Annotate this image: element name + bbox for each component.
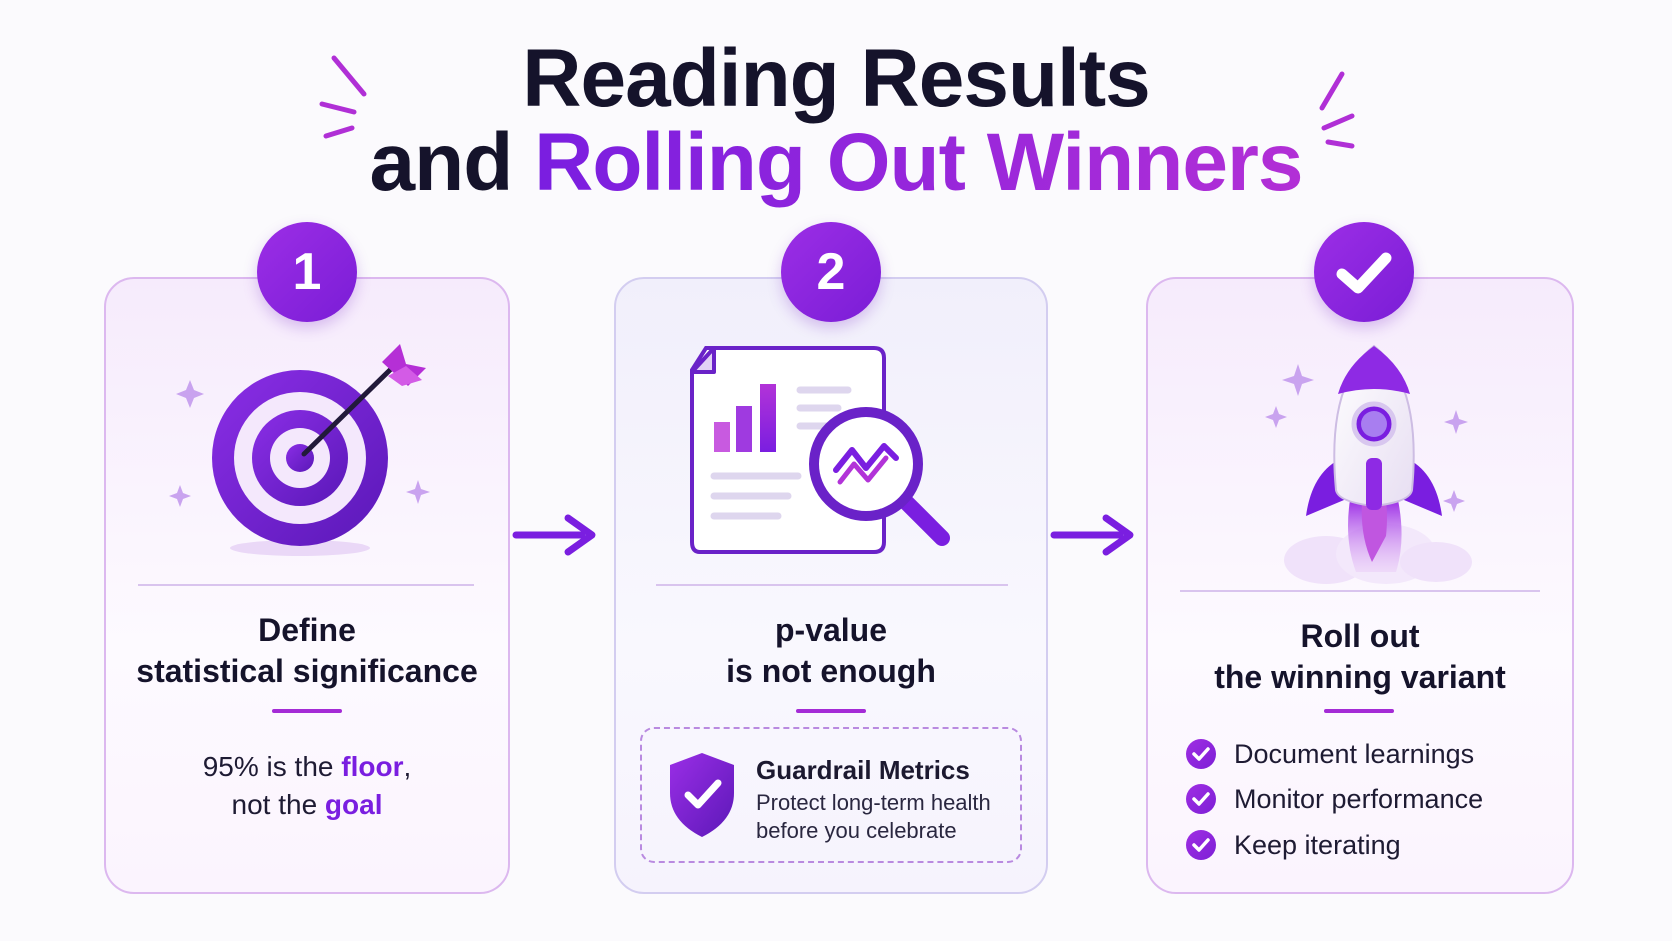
step-2-heading-line-1: p-value [774,612,888,648]
checklist-label: Monitor performance [1234,784,1484,814]
title-line-1: Reading Results [522,33,1150,124]
guardrail-text: Protect long-term health before you cele… [756,789,1016,845]
step-1-underline [272,709,342,713]
step-1-body-line-2: not the goal [104,786,510,824]
title-line-2-accent: Rolling Out Winners [534,117,1303,208]
checklist-label: Document learnings [1234,739,1475,769]
body-text: , [403,751,412,782]
checklist-check-icon [1186,784,1216,814]
arrow-right-icon [512,514,596,556]
guardrail-title: Guardrail Metrics [756,755,970,785]
rocket-icon [1265,344,1472,584]
step-badge-2: 2 [781,222,881,322]
burst-left-icon [319,55,367,139]
step-badge-1: 1 [257,222,357,322]
step-2-heading-line-2: is not enough [726,653,936,689]
title-line-2-dark: and [369,117,514,208]
step-badge-check [1314,222,1414,322]
shield-check-icon [670,753,734,837]
card-3-divider [1180,590,1540,592]
body-text: 95% is the [202,751,342,782]
title-line-2: and Rolling Out Winners [0,122,1672,204]
step-1-heading: Define statistical significance [104,610,510,692]
step-2-heading: p-value is not enough [614,610,1048,692]
step-2-underline [796,709,866,713]
step-3-heading-line-1: Roll out [1300,618,1420,654]
guardrail-text-line-1: Protect long-term health [756,790,991,815]
step-3-heading-line-2: the winning variant [1214,659,1506,695]
body-accent-floor: floor [341,751,404,782]
checklist-label: Keep iterating [1234,830,1401,860]
checklist-check-icon [1186,830,1216,860]
report-magnifier-icon [690,346,950,554]
guardrail-text-line-2: before you celebrate [756,818,957,843]
step-1-body-line-1: 95% is the floor, [104,748,510,786]
body-text: not the [231,789,325,820]
body-accent-goal: goal [324,789,383,820]
card-1-divider [138,584,474,586]
step-3-underline [1324,709,1394,713]
burst-right-icon [1319,71,1355,149]
check-icon [1336,252,1392,294]
step-1-heading-line-2: statistical significance [136,653,478,689]
card-2-divider [656,584,1008,586]
arrow-right-icon [1050,514,1134,556]
checklist-check-icon [1186,739,1216,769]
step-3-heading: Roll out the winning variant [1146,616,1574,698]
step-1-heading-line-1: Define [258,612,356,648]
target-icon [169,344,430,556]
guardrail-metrics-box: Guardrail Metrics Protect long-term heal… [640,727,1022,863]
